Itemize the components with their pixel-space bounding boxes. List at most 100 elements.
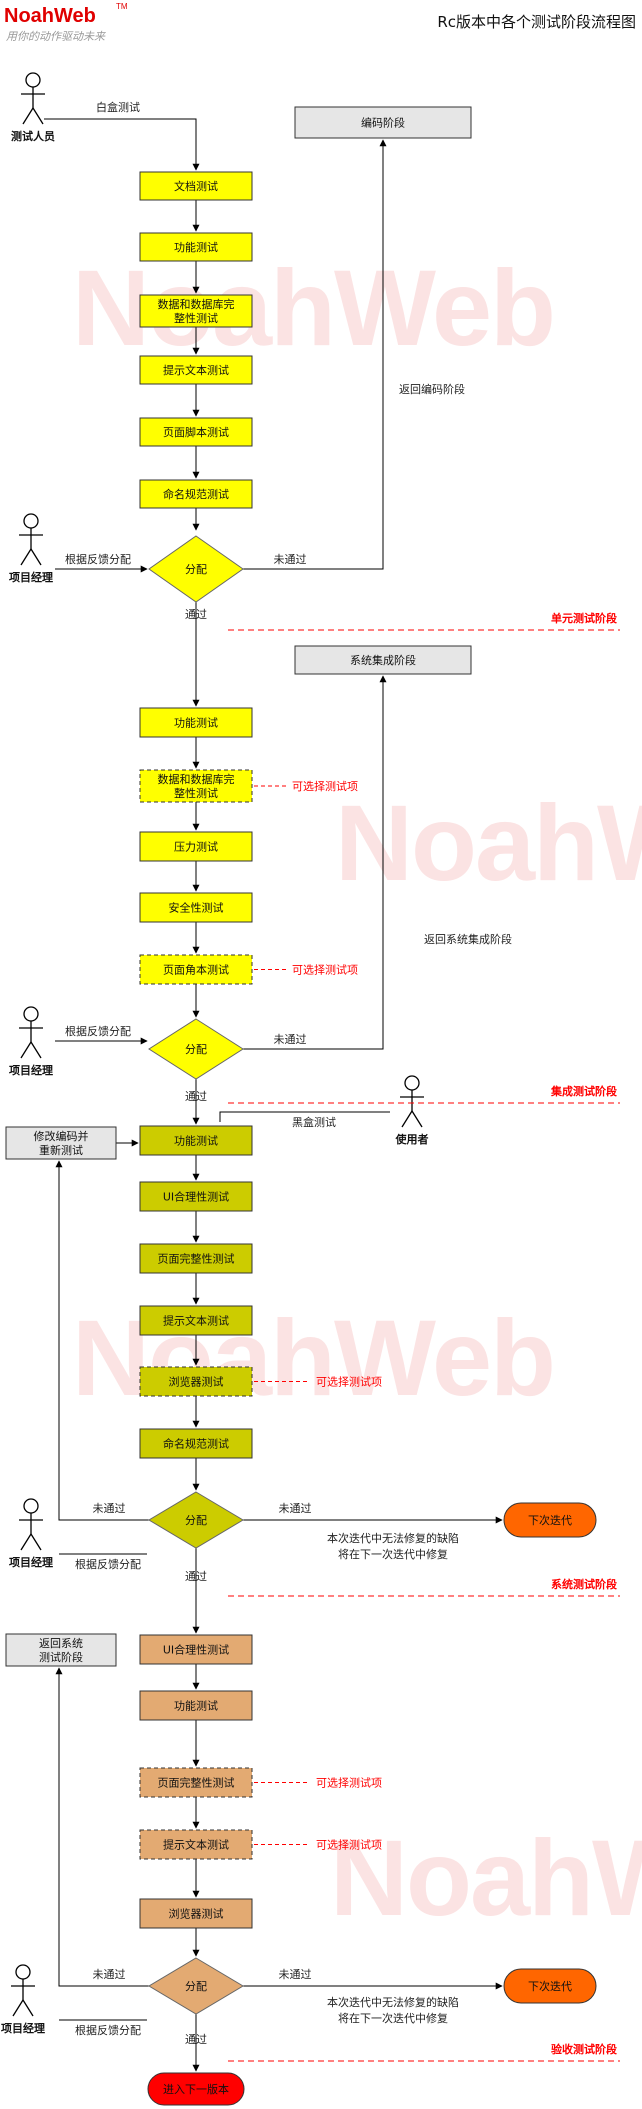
fail-retest-arrow	[55, 1160, 149, 1521]
defer-note: 将在下一次迭代中修复	[338, 1547, 448, 1561]
acceptance-step-box-label: 页面完整性测试	[158, 1776, 235, 1790]
integration-stage-box-shape	[294, 645, 472, 675]
return-system-box-shape	[5, 1633, 117, 1667]
system-step-box-shape	[139, 1428, 253, 1459]
unit-step-box-label: 命名规范测试	[163, 487, 229, 501]
return-label: 返回编码阶段	[399, 382, 465, 396]
decision-diamond: 分配	[148, 1957, 244, 2015]
person-head	[23, 1498, 39, 1514]
coding-stage-box-label: 编码阶段	[361, 116, 405, 130]
integration-step-box-shape	[139, 892, 253, 923]
acceptance-step-box: 提示文本测试	[139, 1829, 253, 1860]
feedback-label: 根据反馈分配	[75, 2023, 141, 2037]
page-title: Rc版本中各个测试阶段流程图	[437, 13, 636, 31]
stage-label: 集成测试阶段	[550, 1084, 617, 1098]
integration-step-box-label: 安全性测试	[169, 901, 224, 915]
person-leg	[22, 1999, 34, 2017]
feedback-label: 根据反馈分配	[75, 1557, 141, 1571]
person-leg	[12, 1999, 24, 2017]
unit-step-box-label: 文档测试	[174, 179, 218, 193]
system-step-box-label: 页面完整性测试	[158, 1252, 235, 1266]
integration-step-box: 功能测试	[139, 707, 253, 738]
pass-label: 通过	[185, 608, 207, 621]
whitebox-label: 白盒测试	[96, 100, 140, 114]
integration-step-box-label: 功能测试	[174, 716, 218, 730]
integration-step-box-shape	[139, 831, 253, 862]
optional-label: 可选择测试项	[316, 1776, 382, 1790]
return-label: 返回系统集成阶段	[424, 932, 512, 946]
blackbox-label: 黑盒测试	[292, 1115, 336, 1129]
next-version-terminal-shape	[147, 2072, 245, 2106]
acceptance-step-box: UI合理性测试	[139, 1634, 253, 1665]
fail-label: 未通过	[279, 1968, 312, 1981]
optional-label: 可选择测试项	[316, 1838, 382, 1852]
decision-label: 分配	[185, 563, 207, 576]
integration-step-box: 页面角本测试	[139, 954, 253, 985]
person-leg	[30, 1041, 42, 1059]
person-head	[23, 513, 39, 529]
person-leg	[22, 107, 34, 125]
actor-label: 项目经理	[9, 1063, 53, 1077]
logo: NoahWeb	[4, 5, 96, 27]
person-icon	[400, 1075, 424, 1128]
unit-step-box: 提示文本测试	[139, 355, 253, 385]
next-iteration-terminal-label: 下次迭代	[528, 1979, 572, 1993]
person-leg	[20, 1041, 32, 1059]
unit-step-box-shape	[139, 417, 253, 447]
unit-step-box-shape	[139, 355, 253, 385]
person-leg	[401, 1110, 413, 1128]
decision-diamond: 分配	[148, 535, 244, 603]
fix-retest-box-shape	[5, 1126, 117, 1160]
optional-label: 可选择测试项	[292, 779, 358, 793]
acceptance-step-box-shape	[139, 1829, 253, 1860]
next-iteration-terminal-shape	[503, 1968, 597, 2004]
acceptance-step-box-label: 提示文本测试	[163, 1838, 229, 1852]
pass-label: 通过	[185, 1090, 207, 1103]
acceptance-step-box: 页面完整性测试	[139, 1767, 253, 1798]
fix-retest-box-label: 修改编码并	[34, 1129, 89, 1143]
pass-label: 通过	[185, 2033, 207, 2046]
system-step-box-shape	[139, 1125, 253, 1156]
person-head	[23, 1006, 39, 1022]
fail-label: 未通过	[93, 1968, 126, 1981]
decision-diamond: 分配	[148, 1018, 244, 1080]
system-step-box-label: 浏览器测试	[169, 1375, 224, 1389]
acceptance-step-box-shape	[139, 1898, 253, 1929]
unit-step-box-shape	[139, 171, 253, 201]
optional-label: 可选择测试项	[292, 963, 358, 977]
integration-step-box: 安全性测试	[139, 892, 253, 923]
system-step-box-label: UI合理性测试	[163, 1190, 229, 1204]
feedback-label: 根据反馈分配	[65, 552, 131, 566]
fix-retest-box-label: 重新测试	[39, 1143, 83, 1157]
actor-label: 项目经理	[9, 570, 53, 584]
fail-label: 未通过	[274, 1033, 307, 1046]
person-head	[15, 1964, 31, 1980]
unit-step-box-label: 数据和数据库完	[158, 297, 235, 311]
decision-diamond: 分配	[148, 1491, 244, 1549]
slogan: 用你的动作驱动未来	[6, 30, 106, 43]
next-version-terminal: 进入下一版本	[147, 2072, 245, 2106]
unit-step-box: 文档测试	[139, 171, 253, 201]
decision-shape	[148, 1491, 244, 1549]
actor-label: 项目经理	[1, 2021, 45, 2035]
watermark-text: NoahWeb	[335, 782, 642, 903]
unit-step-box-label: 整性测试	[174, 311, 218, 325]
integration-step-box-shape	[139, 707, 253, 738]
acceptance-step-box: 浏览器测试	[139, 1898, 253, 1929]
return-system-box-label: 测试阶段	[39, 1650, 83, 1664]
unit-step-box-shape	[139, 294, 253, 328]
return-system-box-label: 返回系统	[39, 1637, 83, 1650]
system-step-box-shape	[139, 1181, 253, 1212]
person-head	[404, 1075, 420, 1091]
labels: 白盒测试根据反馈分配未通过返回编码阶段通过单元测试阶段可选择测试项可选择测试项根…	[65, 100, 617, 2056]
person-icon	[19, 1006, 43, 1059]
actor-label: 项目经理	[9, 1555, 53, 1569]
person-leg	[30, 1533, 42, 1551]
acceptance-step-box-shape	[139, 1767, 253, 1798]
acceptance-step-box-shape	[139, 1690, 253, 1721]
logo-trademark: TM	[116, 2, 128, 11]
